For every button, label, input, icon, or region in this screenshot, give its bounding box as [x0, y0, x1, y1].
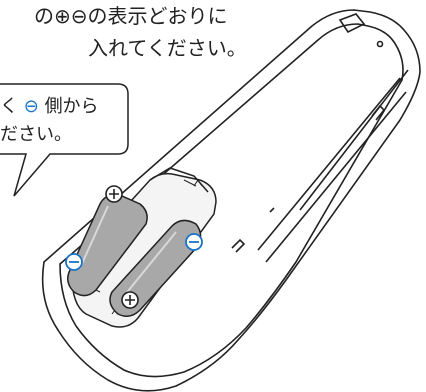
remote-control [41, 9, 421, 392]
instruction-line-1: の⊕⊖の表示どおりに [34, 4, 228, 28]
callout-line-1: く ⊖ 側から [0, 92, 99, 118]
callout-line-2: ださい。 [0, 124, 72, 145]
callout-prefix: く [0, 96, 18, 117]
callout-bubble [0, 83, 129, 197]
minus-symbol: ⊖ [23, 96, 39, 117]
minus-mark-right [185, 233, 203, 251]
minus-mark-left [65, 253, 83, 271]
battery-compartment [71, 167, 217, 328]
callout-suffix: 側から [44, 96, 99, 117]
plus-mark-bottom [121, 291, 139, 309]
instruction-line-2: 入れてください。 [88, 36, 247, 60]
plus-mark-top [105, 185, 123, 203]
